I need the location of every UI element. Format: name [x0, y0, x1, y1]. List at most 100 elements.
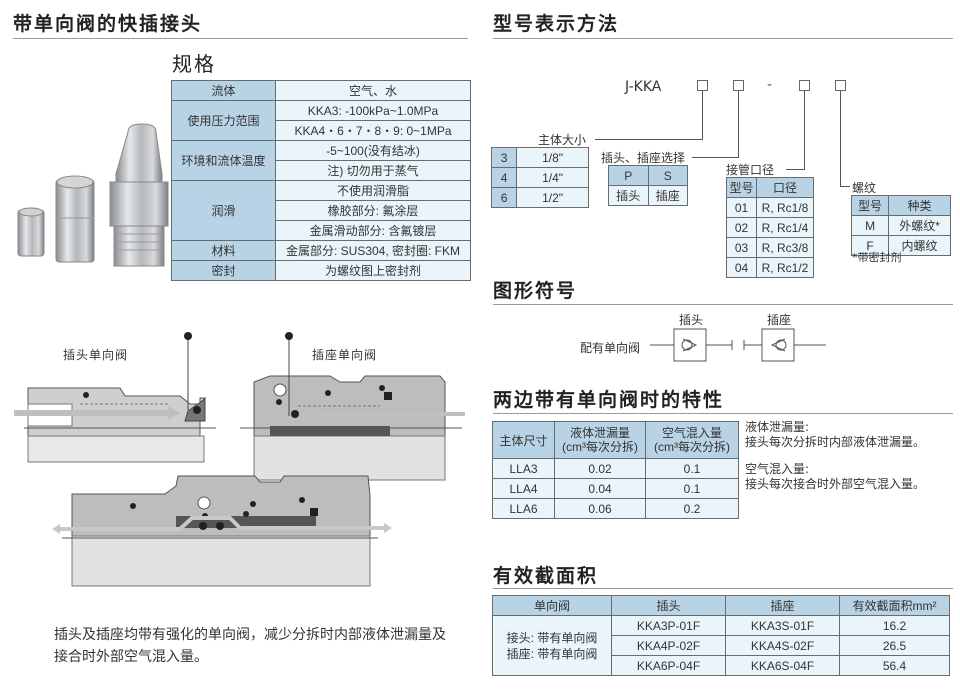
port-value: R, Rc1/8 — [756, 197, 814, 218]
size-value: 1/2" — [516, 187, 589, 208]
port-value: R, Rc1/4 — [756, 217, 814, 238]
spec-label: 密封 — [171, 260, 276, 281]
char-header-size: 主体尺寸 — [492, 421, 555, 459]
type-value: 插座 — [647, 185, 688, 206]
area-row: 接头: 带有单向阀插座: 带有单向阀 KKA3P-01F KKA3S-01F 1… — [492, 615, 950, 676]
spec-row-pressure: 使用压力范围 KKA3: -100kPa~1.0MPa — [171, 100, 471, 141]
area-plug: KKA3P-01F — [611, 615, 726, 636]
valve-desc-line: 接头: 带有单向阀 — [506, 630, 598, 645]
leader-line — [692, 157, 739, 158]
area-title: 有效截面积 — [493, 565, 599, 587]
char-header-leak-unit: (cm³每次分拆) — [562, 440, 638, 454]
spec-label: 润滑 — [171, 180, 276, 241]
model-divider — [493, 38, 953, 39]
spec-label: 材料 — [171, 240, 276, 261]
char-header-air: 空气混入量(cm³每次分拆) — [645, 421, 739, 459]
valve-desc-line: 插座: 带有单向阀 — [506, 646, 598, 661]
area-header: 插座 — [725, 595, 840, 616]
area-value: 56.4 — [839, 655, 950, 676]
socket-cross-section — [240, 332, 465, 481]
code-box-size — [697, 80, 708, 91]
area-header: 单向阀 — [492, 595, 612, 616]
area-valve-desc: 接头: 带有单向阀插座: 带有单向阀 — [492, 615, 612, 676]
port-header: 口径 — [756, 177, 814, 198]
symbol-socket-label: 插座 — [767, 313, 792, 327]
leader-line — [738, 91, 739, 157]
leader-line — [702, 91, 703, 139]
size-value: 1/8" — [516, 147, 589, 168]
size-label: 主体大小 — [538, 133, 587, 147]
type-select-label: 插头、插座选择 — [601, 151, 686, 165]
spec-value: KKA4・6・7・8・9: 0~1MPa — [275, 120, 471, 141]
plug-image — [109, 123, 169, 267]
spec-row-lubrication: 润滑 不使用润滑脂 — [171, 180, 471, 241]
type-code: P — [608, 165, 649, 186]
spec-value: 金属滑动部分: 含氟镀层 — [275, 220, 471, 241]
char-air: 0.2 — [645, 498, 739, 519]
code-box-port — [799, 80, 810, 91]
leak-note: 液体泄漏量: 接头每次分拆时内部液体泄漏量。 — [745, 420, 925, 450]
area-plug: KKA4P-02F — [611, 635, 726, 656]
leader-line — [840, 91, 841, 186]
thread-label: 螺纹 — [852, 181, 877, 195]
spec-row-seal: 密封 为螺纹图上密封剂 — [171, 260, 471, 281]
symbol-plug-label: 插头 — [679, 313, 704, 327]
spec-value: -5~100(没有结冰) — [275, 140, 471, 161]
leader-line — [804, 91, 805, 169]
port-header: 型号 — [726, 177, 757, 198]
area-value: 26.5 — [839, 635, 950, 656]
thread-code: M — [850, 215, 890, 236]
area-plug: KKA6P-04F — [611, 655, 726, 676]
spec-value: 不使用润滑脂 — [275, 180, 471, 201]
air-note-desc: 接头每次接合时外部空气混入量。 — [745, 477, 926, 491]
spec-value: 注) 切勿用于蒸气 — [275, 160, 471, 181]
area-row: KKA6P-04F KKA6S-04F 56.4 — [493, 655, 950, 676]
spec-table: 流体 空气、水 使用压力范围 KKA3: -100kPa~1.0MPa KKA4… — [171, 80, 471, 281]
char-air: 0.1 — [645, 458, 739, 479]
spec-row-fluid: 流体 空气、水 — [171, 80, 471, 101]
port-code: 02 — [726, 217, 757, 238]
spec-value: 橡胶部分: 氟涂层 — [275, 200, 471, 221]
code-separator: - — [767, 77, 773, 93]
port-code: 04 — [726, 257, 757, 278]
symbol-divider — [493, 304, 953, 305]
plug-valve-label: 插头单向阀 — [63, 348, 129, 362]
char-header-leak: 液体泄漏量(cm³每次分拆) — [554, 421, 646, 459]
air-note: 空气混入量: 接头每次接合时外部空气混入量。 — [745, 462, 925, 492]
char-leak: 0.04 — [554, 478, 646, 499]
port-code: 03 — [726, 237, 757, 258]
cross-section-diagram — [14, 332, 465, 587]
type-value: 插头 — [608, 185, 649, 206]
description-text: 插头及插座均带有强化的单向阀，减少分拆时内部液体泄漏量及接合时外部空气混入量。 — [54, 627, 446, 665]
air-note-term: 空气混入量: — [745, 462, 810, 476]
spec-value: KKA3: -100kPa~1.0MPa — [275, 100, 471, 121]
char-header-leak-title: 液体泄漏量 — [569, 426, 630, 440]
code-box-thread — [835, 80, 846, 91]
thread-header: 种类 — [888, 195, 951, 216]
char-size: LLA4 — [492, 478, 555, 499]
product-photo — [17, 123, 169, 267]
spec-value: 为螺纹图上密封剂 — [275, 260, 471, 281]
title-divider — [13, 38, 468, 39]
spec-label: 流体 — [171, 80, 276, 101]
spec-title: 规格 — [172, 52, 216, 76]
characteristics-title: 两边带有单向阀时的特性 — [493, 389, 725, 411]
size-value: 1/4" — [516, 167, 589, 188]
symbol-row-label: 配有单向阀 — [580, 341, 641, 355]
area-table: 单向阀 插头 插座 有效截面积mm² 接头: 带有单向阀插座: 带有单向阀 KK… — [492, 595, 950, 676]
port-label: 接管口径 — [726, 163, 775, 177]
size-code: 3 — [490, 147, 518, 168]
leak-note-desc: 接头每次分拆时内部液体泄漏量。 — [745, 435, 926, 449]
char-size: LLA3 — [492, 458, 555, 479]
port-value: R, Rc3/8 — [756, 237, 814, 258]
characteristics-divider — [493, 413, 953, 414]
